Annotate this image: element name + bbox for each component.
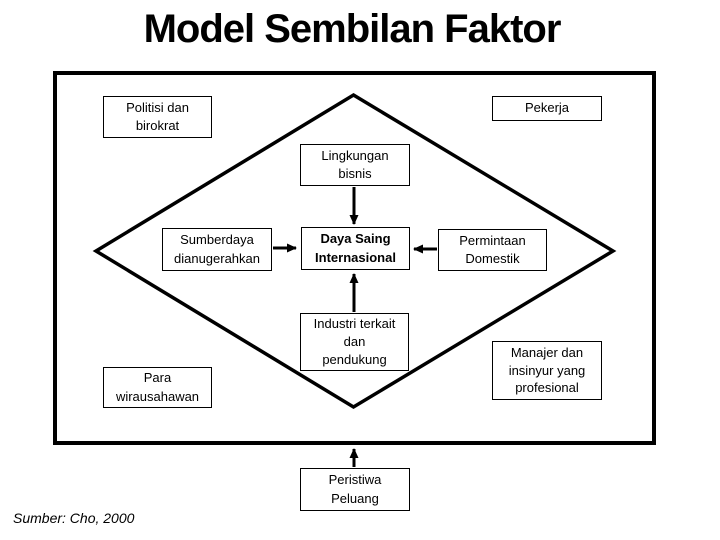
node-sumberdaya-dianugerahkan: Sumberdaya dianugerahkan xyxy=(162,228,272,271)
diamond-shape xyxy=(92,92,617,410)
node-peristiwa-peluang: Peristiwa Peluang xyxy=(300,468,410,511)
node-industri-terkait: Industri terkait dan pendukung xyxy=(300,313,409,371)
node-politisi-dan-birokrat: Politisi dan birokrat xyxy=(103,96,212,138)
node-manajer-insinyur: Manajer dan insinyur yang profesional xyxy=(492,341,602,400)
diagram-frame xyxy=(53,71,656,445)
node-pekerja: Pekerja xyxy=(492,96,602,121)
slide-title: Model Sembilan Faktor xyxy=(143,7,562,51)
source-note: Sumber: Cho, 2000 xyxy=(13,510,135,526)
node-daya-saing-internasional: Daya Saing Internasional xyxy=(301,227,410,270)
node-permintaan-domestik: Permintaan Domestik xyxy=(438,229,547,271)
node-para-wirausahawan: Para wirausahawan xyxy=(103,367,212,408)
node-lingkungan-bisnis: Lingkungan bisnis xyxy=(300,144,410,186)
